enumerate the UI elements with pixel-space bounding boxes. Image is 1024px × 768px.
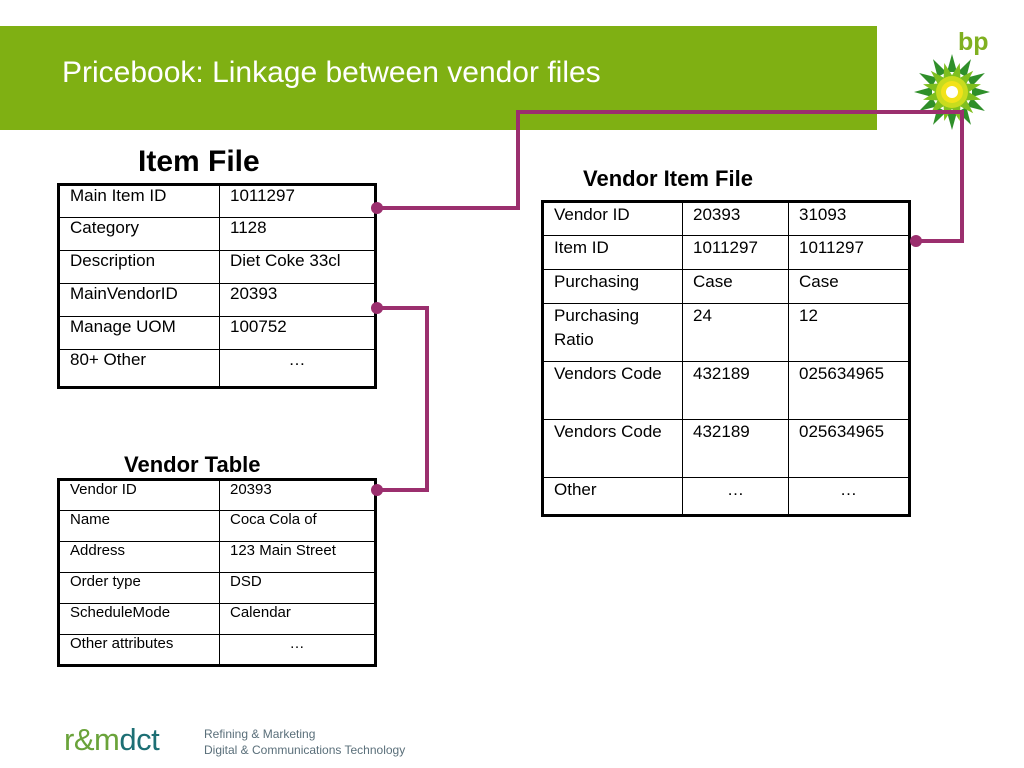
table-row: Other attributes…	[58, 634, 376, 666]
connector-mainvendor-to-vendor-table	[377, 306, 429, 492]
table-row: 80+ Other…	[58, 349, 376, 388]
bp-helios-sunflower-icon	[914, 54, 990, 130]
logo-prefix: r&m	[64, 722, 120, 757]
bp-wordmark: bp	[958, 28, 989, 56]
footer-text: Refining & Marketing Digital & Communica…	[204, 726, 405, 758]
slide-title: Pricebook: Linkage between vendor files	[62, 56, 601, 89]
footer-line-1: Refining & Marketing	[204, 727, 316, 741]
vendor-table-heading: Vendor Table	[124, 452, 261, 477]
rmdct-logo: r&mdct	[64, 722, 160, 758]
connector-endpoint	[910, 235, 922, 247]
item-file-heading: Item File	[138, 145, 260, 178]
vendor-item-file-heading: Vendor Item File	[583, 166, 753, 191]
table-row: Other……	[542, 477, 910, 516]
logo-suffix: dct	[119, 722, 160, 757]
footer-line-2: Digital & Communications Technology	[204, 743, 406, 757]
